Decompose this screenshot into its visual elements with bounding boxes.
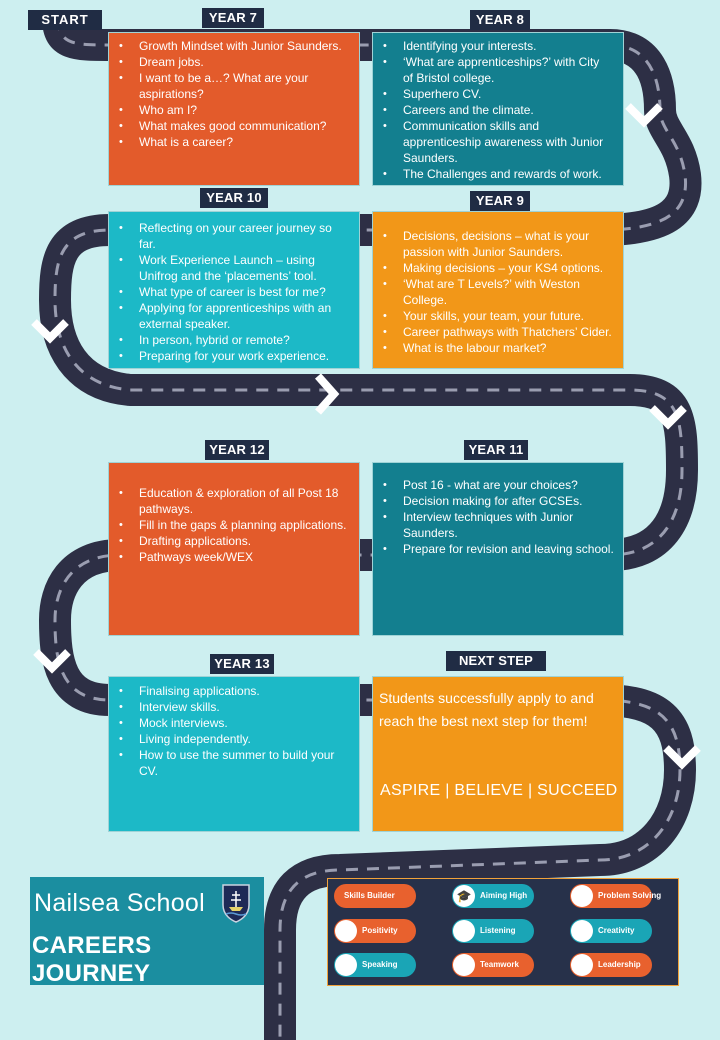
skills-builder-panel: Skills Builder 🎓 Aiming High ⚙ Problem S… [327,878,679,986]
year-10-list: Reflecting on your career journey so far… [109,220,347,364]
list-item: Communication skills and apprenticeship … [383,118,611,166]
next-step-text: Students successfully apply to and reach… [379,690,594,729]
list-item: I want to be a…? What are your aspiratio… [119,70,359,102]
list-item: Career pathways with Thatchers’ Cider. [383,324,613,340]
list-item: Work Experience Launch – using Unifrog a… [119,252,347,284]
positivity-icon: ✓ [335,920,357,942]
skill-creativity: ☀ Creativity [570,919,652,943]
skills-builder-pill: Skills Builder [334,884,416,908]
school-crest-logo [222,884,250,923]
year-8-box: Identifying your interests. ‘What are ap… [372,32,624,186]
list-item: Making decisions – your KS4 options. [383,260,613,276]
teamwork-icon: ◉ [453,954,475,976]
speaking-icon: ✉ [335,954,357,976]
list-item: In person, hybrid or remote? [119,332,347,348]
list-item: Applying for apprenticeships with an ext… [119,300,347,332]
year-9-list: Decisions, decisions – what is your pass… [373,228,613,356]
list-item: Fill in the gaps & planning applications… [119,517,347,533]
list-item: What type of career is best for me? [119,284,347,300]
list-item: Growth Mindset with Junior Saunders. [119,38,359,54]
list-item: Drafting applications. [119,533,347,549]
year-13-box: Finalising applications. Interview skill… [108,676,360,832]
skill-aiming-high: 🎓 Aiming High [452,884,534,908]
list-item: Superhero CV. [383,86,611,102]
list-item: The Challenges and rewards of work. [383,166,611,182]
year-10-label: YEAR 10 [200,188,268,208]
problem-solving-icon: ⚙ [571,885,593,907]
aiming-high-icon: 🎓 [453,885,475,907]
start-label: START [28,10,102,30]
year-11-list: Post 16 - what are your choices? Decisio… [373,477,617,557]
year-10-box: Reflecting on your career journey so far… [108,211,360,369]
list-item: What is a career? [119,134,359,150]
list-item: How to use the summer to build your CV. [119,747,345,779]
list-item: Careers and the climate. [383,102,611,118]
list-item: Decisions, decisions – what is your pass… [383,228,613,260]
leadership-icon: ☰ [571,954,593,976]
year-9-box: Decisions, decisions – what is your pass… [372,211,624,369]
list-item: Who am I? [119,102,359,118]
creativity-icon: ☀ [571,920,593,942]
list-item: Post 16 - what are your choices? [383,477,617,493]
chevron-icon [649,405,687,430]
year-8-label: YEAR 8 [470,10,530,30]
chevron-icon [315,373,340,415]
list-item: What makes good communication? [119,118,359,134]
year-9-label: YEAR 9 [470,191,530,211]
skill-speaking: ✉ Speaking [334,953,416,977]
list-item: ‘What are apprenticeships?’ with City of… [383,54,611,86]
skill-leadership: ☰ Leadership [570,953,652,977]
list-item: Interview techniques with Junior Saunder… [383,509,617,541]
next-step-box: Students successfully apply to and reach… [372,676,624,832]
chevron-icon [31,319,69,344]
year-12-list: Education & exploration of all Post 18 p… [109,485,347,565]
skill-problem-solving: ⚙ Problem Solving [570,884,661,908]
list-item: ‘What are T Levels?’ with Weston College… [383,276,613,308]
year-12-label: YEAR 12 [205,440,269,460]
year-11-box: Post 16 - what are your choices? Decisio… [372,462,624,636]
school-title-block: Nailsea School CAREERS JOURNEY [30,877,264,987]
chevron-icon [625,103,663,128]
list-item: Reflecting on your career journey so far… [119,220,347,252]
year-13-label: YEAR 13 [210,654,274,674]
chevron-icon [663,745,701,770]
list-item: Interview skills. [119,699,345,715]
list-item: Your skills, your team, your future. [383,308,613,324]
list-item: Decision making for after GCSEs. [383,493,617,509]
list-item: Finalising applications. [119,683,345,699]
list-item: Pathways week/WEX [119,549,347,565]
skill-teamwork: ◉ Teamwork [452,953,534,977]
year-7-box: Growth Mindset with Junior Saunders. Dre… [108,32,360,186]
list-item: Prepare for revision and leaving school. [383,541,617,557]
list-item: Mock interviews. [119,715,345,731]
list-item: Preparing for your work experience. [119,348,347,364]
skill-listening: ♫ Listening [452,919,534,943]
year-11-label: YEAR 11 [464,440,528,460]
list-item: Identifying your interests. [383,38,611,54]
year-8-list: Identifying your interests. ‘What are ap… [373,38,611,182]
year-12-box: Education & exploration of all Post 18 p… [108,462,360,636]
list-item: Education & exploration of all Post 18 p… [119,485,347,517]
skills-builder-label: Skills Builder [344,891,395,900]
skill-positivity: ✓ Positivity [334,919,416,943]
motto: ASPIRE | BELIEVE | SUCCEED [380,782,618,799]
next-step-label: NEXT STEP [446,651,546,671]
year-13-list: Finalising applications. Interview skill… [109,683,345,779]
list-item: What is the labour market? [383,340,613,356]
list-item: Living independently. [119,731,345,747]
list-item: Dream jobs. [119,54,359,70]
year-7-list: Growth Mindset with Junior Saunders. Dre… [109,38,359,150]
school-name: Nailsea School [34,889,205,917]
chevron-icon [33,649,71,674]
year-7-label: YEAR 7 [202,8,264,28]
listening-icon: ♫ [453,920,475,942]
careers-journey-title: CAREERS JOURNEY [32,932,152,987]
